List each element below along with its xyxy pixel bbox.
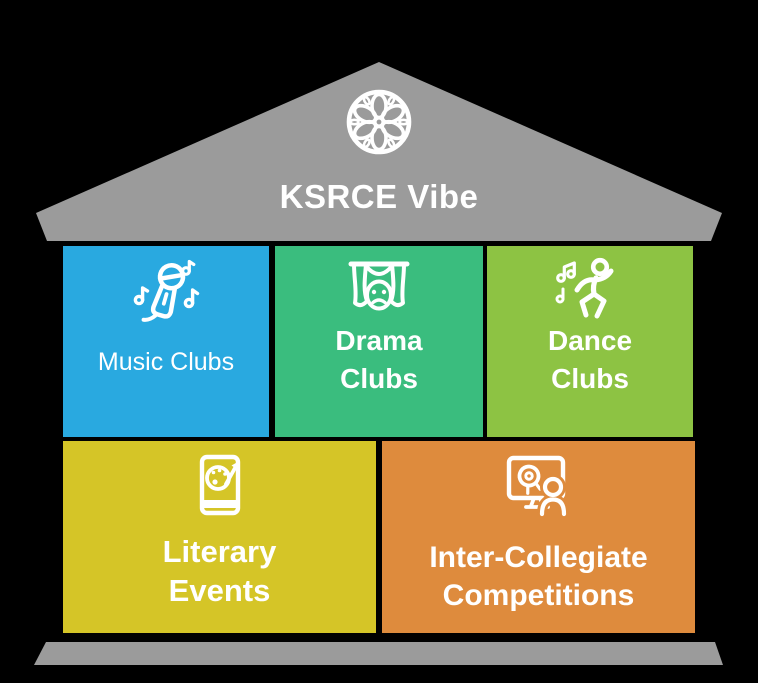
card-label: Inter-Collegiate Competitions — [429, 541, 648, 613]
theater-curtains-mask-icon — [348, 261, 410, 311]
card-music-clubs: Music Clubs — [63, 246, 269, 437]
book-art-palette-icon — [199, 454, 240, 516]
page-title: KSRCE Vibe — [279, 178, 479, 215]
dancing-person-music-notes-icon — [555, 257, 614, 319]
card-intercollegiate-competitions: Inter-Collegiate Competitions — [382, 441, 695, 633]
card-drama-clubs: Drama Clubs — [275, 246, 483, 437]
rosette-flower-icon — [346, 89, 412, 155]
microphone-music-notes-icon — [133, 259, 200, 322]
card-label: Literary Events — [162, 534, 277, 608]
card-dance-clubs: Dance Clubs — [487, 246, 693, 437]
card-label: Music Clubs — [97, 348, 235, 376]
foundation-shape — [34, 642, 723, 665]
card-label: Dance Clubs — [547, 325, 633, 394]
card-literary-events: Literary Events — [63, 441, 376, 633]
monitor-award-person-icon — [506, 455, 569, 517]
card-label: Drama Clubs — [335, 325, 423, 394]
